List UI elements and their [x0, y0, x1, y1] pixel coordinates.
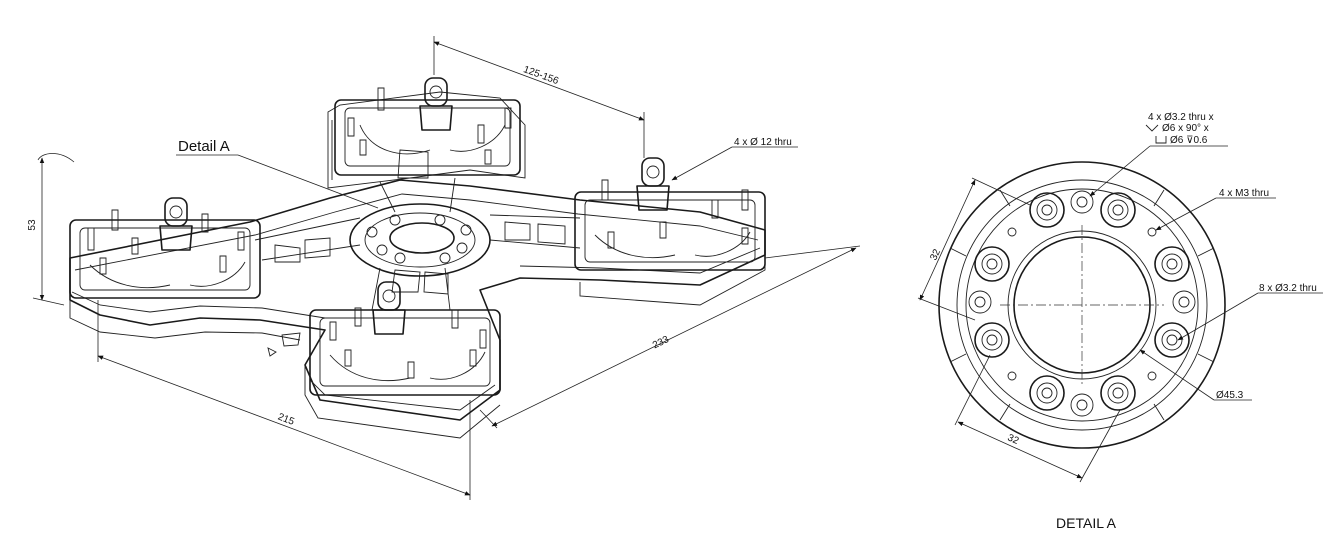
countersunk-holes [968, 190, 1196, 417]
callout-m3-label: 4 x M3 thru [1219, 188, 1269, 199]
dim-bottom-label: 32 [1006, 432, 1021, 447]
dim-depth: 233 [479, 245, 861, 429]
m3-holes [1007, 227, 1157, 381]
callout-holes-label: 4 x Ø 12 thru [734, 137, 792, 148]
dim-depth-label: 233 [651, 334, 671, 351]
callout-small-holes-label: 8 x Ø3.2 thru [1259, 283, 1317, 294]
callout-bore: Ø45.3 [1139, 349, 1252, 401]
detail-a-view: 4 x Ø3.2 thru x Ø6 x 90° x Ø6 ⊽0.6 4 x M… [917, 112, 1323, 531]
csk-line-3: Ø6 ⊽0.6 [1170, 135, 1208, 146]
pod-bottom [309, 309, 501, 396]
detail-title: DETAIL A [1056, 515, 1117, 531]
dim-top: 125-156 [433, 36, 645, 158]
frame-arms [254, 149, 581, 311]
dim-left-32: 32 [917, 177, 1031, 321]
csk-line-1: 4 x Ø3.2 thru x [1148, 112, 1214, 123]
dim-height: 53 [27, 153, 75, 306]
dim-width-label: 215 [276, 412, 296, 428]
counterbored-holes [974, 192, 1190, 411]
central-hub [349, 203, 491, 277]
clamps [159, 77, 670, 335]
callout-holes: 4 x Ø 12 thru [671, 137, 798, 181]
callout-small-holes: 8 x Ø3.2 thru [1177, 283, 1323, 341]
csk-line-2: Ø6 x 90° x [1162, 123, 1209, 134]
callout-m3: 4 x M3 thru [1155, 188, 1276, 231]
callout-detail-a: Detail A [176, 138, 379, 209]
dim-bottom-32: 32 [954, 354, 1121, 483]
dim-width: 215 [97, 300, 471, 500]
logo-mark [281, 332, 301, 347]
pod-top [334, 99, 521, 176]
dim-height-label: 53 [27, 219, 38, 231]
triangle-mark [267, 347, 277, 357]
pod-left [69, 219, 261, 299]
pod-right [574, 191, 766, 271]
dim-top-label: 125-156 [522, 64, 561, 87]
callout-csk: 4 x Ø3.2 thru x Ø6 x 90° x Ø6 ⊽0.6 [1089, 112, 1228, 197]
isometric-view: 125-156 53 215 233 4 x Ø 12 thru [27, 36, 861, 500]
detail-a-label: Detail A [178, 138, 230, 155]
dim-left-label: 32 [928, 247, 943, 262]
callout-bore-label: Ø45.3 [1216, 390, 1244, 401]
